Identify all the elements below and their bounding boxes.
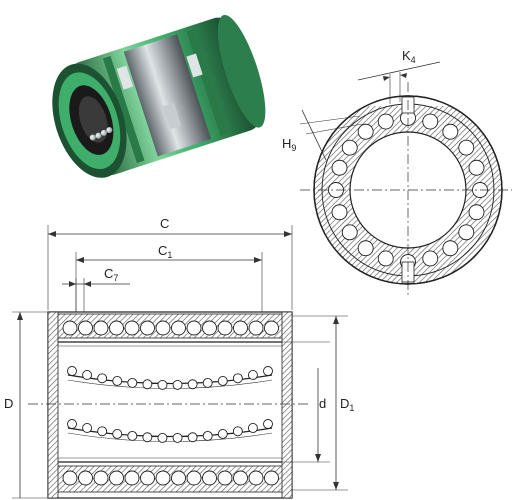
ball bbox=[232, 426, 243, 437]
ball bbox=[263, 366, 273, 376]
label-d-bore: d bbox=[319, 396, 326, 411]
ball bbox=[217, 375, 228, 386]
ball bbox=[127, 430, 138, 441]
dimension-labels: C C1 C7 K4 H9 D d D1 bbox=[4, 48, 416, 413]
ball bbox=[140, 320, 155, 336]
ball bbox=[458, 224, 475, 241]
ball bbox=[172, 379, 183, 390]
ball bbox=[67, 366, 77, 376]
ball bbox=[458, 139, 475, 156]
ball bbox=[82, 423, 93, 433]
ball bbox=[422, 113, 439, 130]
ball bbox=[263, 419, 273, 429]
ball bbox=[78, 320, 93, 336]
label-c1: C1 bbox=[158, 243, 172, 260]
ball bbox=[155, 470, 171, 486]
ball bbox=[82, 370, 93, 380]
ball bbox=[97, 426, 108, 437]
ball bbox=[248, 320, 264, 336]
ball bbox=[187, 379, 198, 390]
ball bbox=[186, 470, 202, 486]
ball bbox=[172, 432, 183, 443]
ball bbox=[264, 320, 279, 336]
ball bbox=[171, 320, 186, 336]
ball bbox=[124, 320, 140, 336]
ball bbox=[62, 470, 78, 486]
ball bbox=[140, 470, 155, 486]
ball bbox=[155, 320, 171, 336]
ball bbox=[157, 432, 168, 443]
ball bbox=[93, 470, 109, 486]
ball bbox=[109, 470, 124, 486]
ball bbox=[217, 428, 228, 439]
ball bbox=[202, 320, 217, 336]
ball bbox=[217, 320, 233, 336]
ball bbox=[247, 370, 258, 380]
label-h9: H9 bbox=[282, 136, 296, 153]
ball bbox=[232, 373, 243, 384]
ball bbox=[187, 432, 198, 443]
ball bbox=[186, 320, 202, 336]
ball bbox=[248, 470, 264, 486]
ball bbox=[247, 423, 258, 433]
ball bbox=[442, 123, 459, 140]
ball bbox=[202, 377, 213, 388]
ball bbox=[142, 379, 153, 390]
bearing-3d-render-icon bbox=[52, 14, 266, 178]
ball bbox=[422, 250, 439, 267]
ball bbox=[341, 139, 358, 156]
ball bbox=[62, 320, 78, 336]
ball bbox=[127, 377, 138, 388]
ball bbox=[264, 470, 279, 486]
cross-section-end-view bbox=[299, 61, 512, 298]
ball bbox=[217, 470, 233, 486]
ball bbox=[109, 320, 124, 336]
ball bbox=[202, 430, 213, 441]
ball bbox=[78, 470, 93, 486]
ball bbox=[377, 113, 394, 130]
label-c: C bbox=[160, 216, 169, 231]
ball bbox=[331, 204, 348, 221]
ball bbox=[341, 224, 358, 241]
ball bbox=[97, 373, 108, 384]
ball bbox=[67, 419, 77, 429]
label-k4: K4 bbox=[402, 48, 416, 65]
ball bbox=[157, 379, 168, 390]
ball bbox=[112, 375, 123, 386]
ball bbox=[142, 432, 153, 443]
ball bbox=[468, 159, 485, 176]
ball bbox=[442, 240, 459, 257]
label-d1: D1 bbox=[340, 396, 354, 413]
ball bbox=[233, 470, 248, 486]
label-c7: C7 bbox=[104, 266, 118, 283]
ball bbox=[233, 320, 248, 336]
cross-section-side-view bbox=[12, 225, 348, 499]
ball bbox=[171, 470, 186, 486]
ball bbox=[468, 204, 485, 221]
ball bbox=[202, 470, 217, 486]
ball bbox=[112, 428, 123, 439]
ball bbox=[331, 159, 348, 176]
ball bbox=[124, 470, 140, 486]
ball bbox=[377, 250, 394, 267]
label-d-outer: D bbox=[4, 396, 13, 411]
ball bbox=[357, 240, 374, 257]
ball bbox=[93, 320, 109, 336]
ball bbox=[357, 123, 374, 140]
